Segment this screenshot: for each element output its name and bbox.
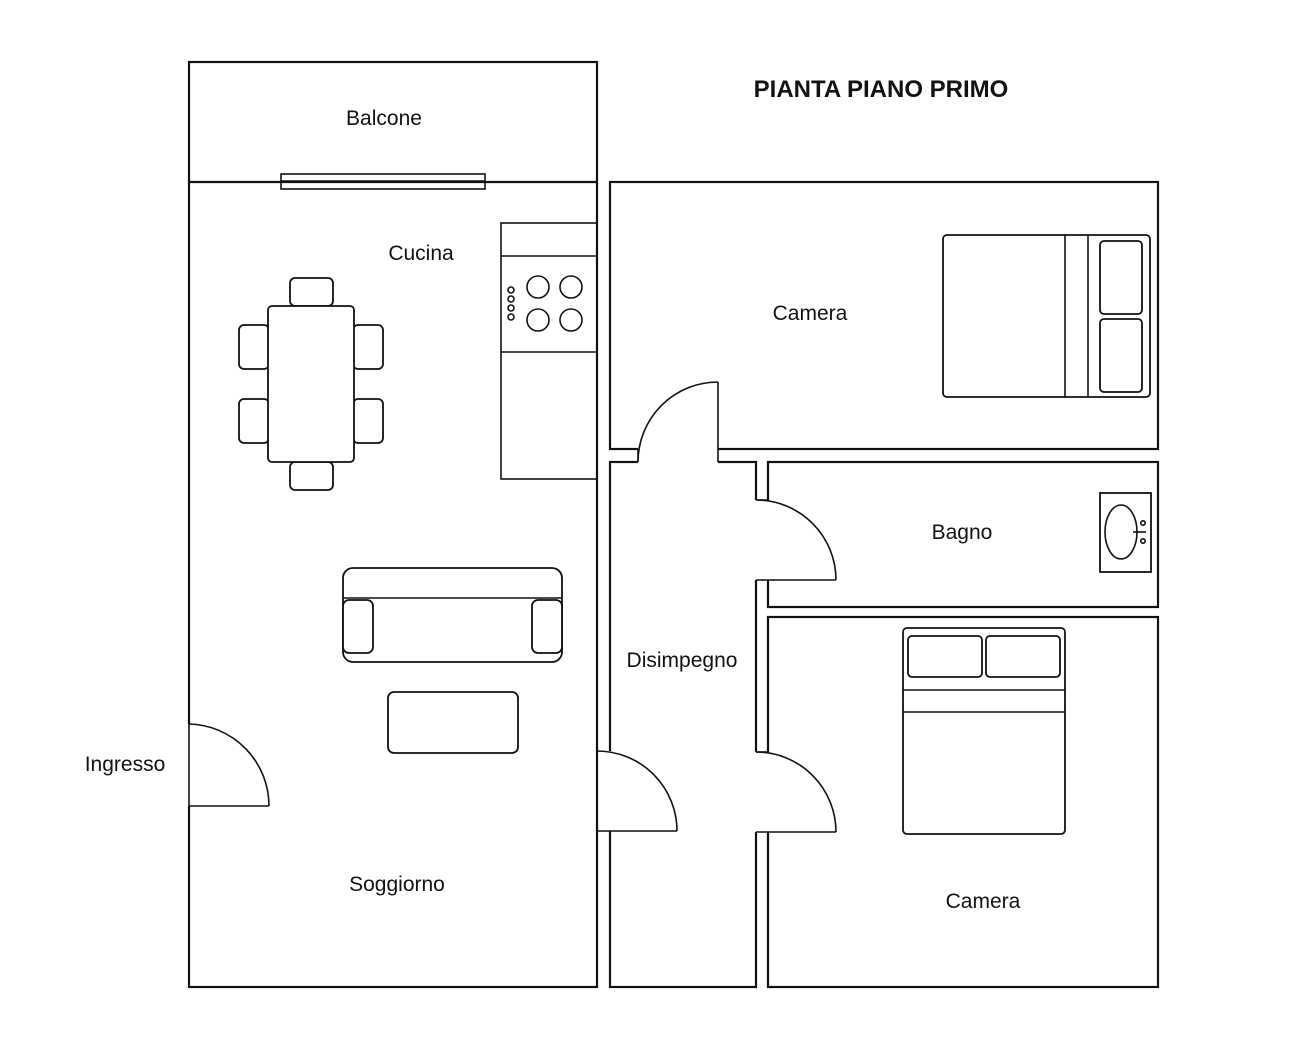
bedroom-door-icon — [637, 381, 719, 463]
left-block-walls — [186, 60, 599, 989]
room-label-cucina: Cucina — [388, 242, 454, 265]
sofa-icon — [342, 567, 563, 663]
kitchen-counter — [500, 222, 598, 480]
room-label-bagno: Bagno — [932, 521, 993, 544]
living-door-icon — [596, 750, 678, 832]
stove-icon — [507, 275, 583, 332]
bathroom-door-icon — [755, 499, 837, 581]
room-label-disimpegno: Disimpegno — [627, 649, 738, 672]
bathroom-walls — [765, 460, 1160, 609]
double-bed-icon-bottom — [902, 627, 1066, 835]
top-bedroom-walls — [608, 180, 1160, 452]
corridor-walls — [607, 459, 759, 989]
bottom-bedroom-door-icon — [755, 751, 837, 833]
entrance-door-icon — [188, 723, 270, 807]
room-label-ingresso: Ingresso — [85, 753, 166, 776]
coffee-table-icon — [387, 691, 519, 754]
double-bed-icon — [942, 234, 1151, 398]
room-label-soggiorno: Soggiorno — [349, 873, 445, 896]
plan-title: PIANTA PIANO PRIMO — [754, 76, 1009, 103]
room-label-camera-bottom: Camera — [946, 890, 1021, 913]
room-label-balcone: Balcone — [346, 107, 422, 130]
bottom-bedroom-walls — [765, 615, 1160, 989]
dining-table-icon — [238, 277, 384, 491]
room-label-camera-top: Camera — [773, 302, 848, 325]
balcony-window — [280, 173, 486, 190]
sink-icon — [1099, 492, 1152, 573]
